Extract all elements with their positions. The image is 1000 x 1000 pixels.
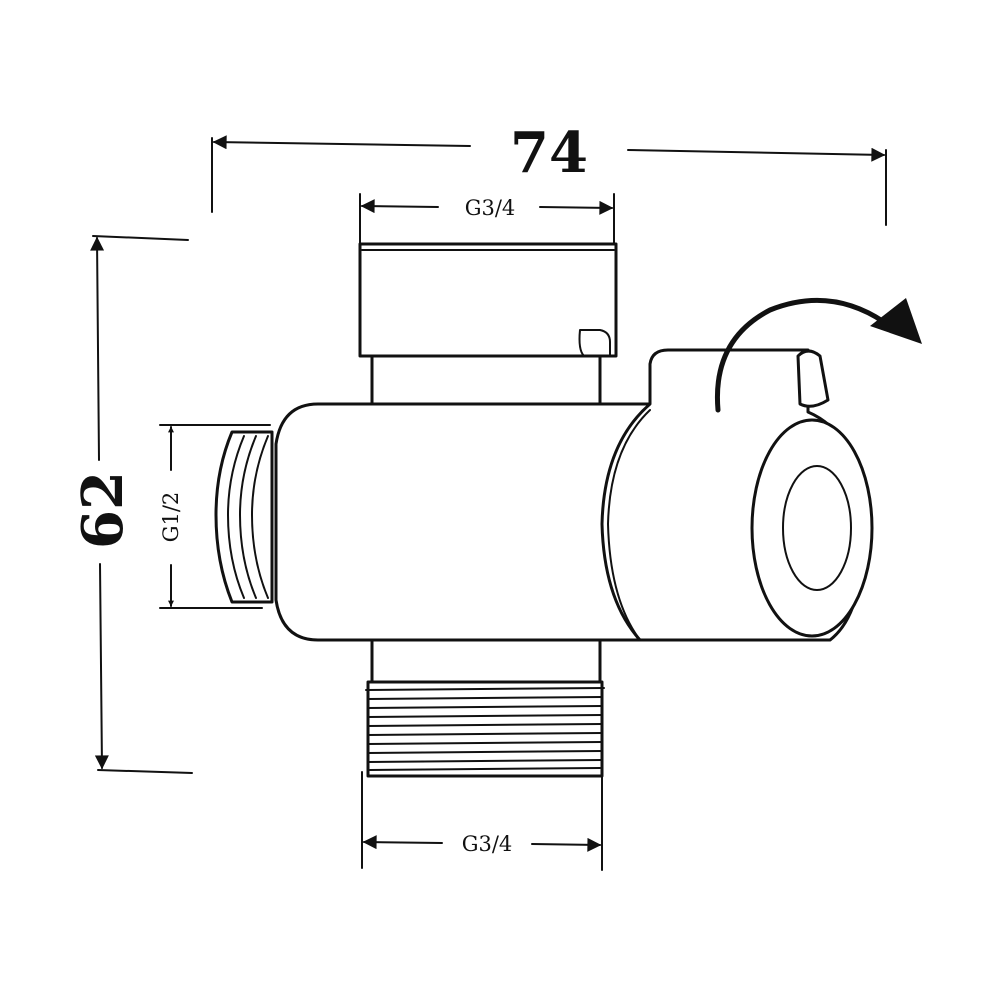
top-nut [358,242,618,358]
neck-upper [370,354,602,410]
dim-arrow-down [94,563,109,770]
dimension-bottom-thread: G3/4 [361,771,603,871]
dimension-overall-width: 74 [211,120,887,226]
dim-arrow-up [90,236,105,461]
dim-arrow-right [539,200,614,215]
knob-hole [782,465,852,591]
dim-arrow-left [360,199,439,214]
bottom-thread-stub [365,680,605,778]
dim-arrow-right [531,837,602,852]
valve-body [214,242,874,778]
dim-label-74: 74 [510,120,588,186]
dim-arrow-left [212,135,471,150]
dim-arrow-left [362,835,443,850]
knob-edge [607,409,651,641]
diverter-knob [600,348,874,642]
dim-label-side-thread: G1/2 [159,492,183,543]
dim-arrow-right [627,147,886,162]
rotate-arrow-icon [714,297,922,413]
extension-line-bottom [97,769,193,774]
main-housing [274,402,652,642]
dim-label-bottom-thread: G3/4 [462,832,513,856]
side-thread-stub [214,430,274,604]
extension-line-top [92,235,189,241]
dim-label-top-thread: G3/4 [465,196,516,220]
dimension-top-thread: G3/4 [359,193,615,246]
dimension-side-thread: G1/2 [159,424,271,609]
knob-lever [796,349,830,408]
knob-face [750,418,874,638]
top-nut-notch [578,329,611,357]
dimension-overall-height: 62 [70,235,193,774]
dim-label-62: 62 [70,471,136,549]
